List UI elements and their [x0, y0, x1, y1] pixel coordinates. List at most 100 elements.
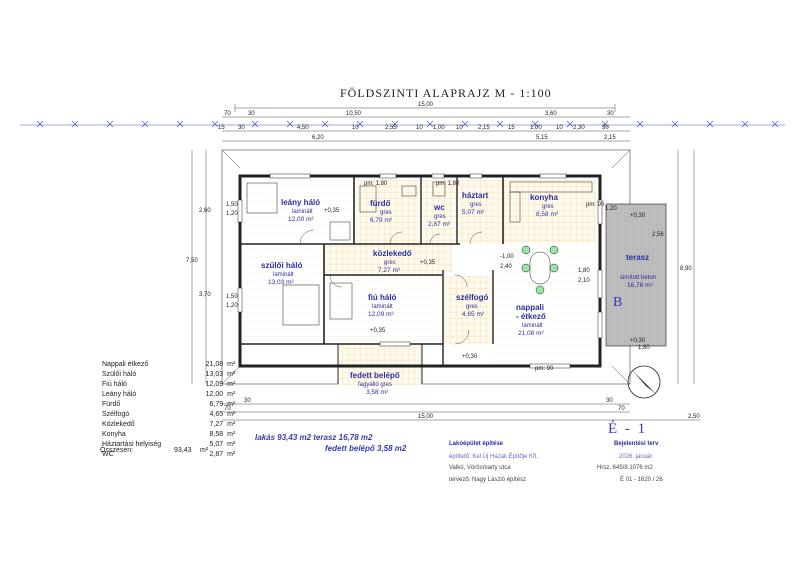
leany-halo-name: leány háló — [281, 198, 320, 207]
szuloi-floor — [244, 244, 324, 344]
tb-sheet-code: É 01 - 1620 / 26 — [620, 477, 663, 483]
dim-left-4: 1,20 — [226, 211, 238, 217]
level-mark-10: 2,10 — [578, 278, 590, 284]
leany-halo-area: 12,00 m² — [288, 216, 314, 223]
dim-bottom-30b: 30 — [606, 398, 613, 404]
terasz-name: terasz — [626, 253, 649, 262]
dim-r2-13: 30 — [602, 125, 609, 131]
pm-mark-2: pm: 90 — [586, 202, 605, 208]
dim-top-70: 70 — [224, 111, 231, 117]
dim-right-3: 1,80 — [638, 345, 650, 351]
dim-r2-12: 2,30 — [573, 125, 585, 131]
level-mark-2: +0,35 — [420, 260, 436, 266]
wc-floor: gres — [434, 214, 446, 220]
sheet-label: É - 1 — [608, 421, 648, 437]
dim-top-30b: 30 — [607, 111, 614, 117]
dim-r2-1: 30 — [238, 125, 245, 131]
dim-top-30: 30 — [248, 111, 255, 117]
leany-halo-floor: laminált — [292, 209, 313, 215]
terrace-slab — [605, 203, 667, 347]
level-mark-9: 1,80 — [578, 268, 590, 274]
dim-r3-0: 6,20 — [312, 135, 324, 141]
szelfogo-floor: gres — [466, 304, 478, 310]
dim-right-0: 8,90 — [680, 266, 692, 272]
szelfogo-area: 4,65 m² — [462, 311, 485, 318]
fedett-belepo-area: 3,58 m² — [366, 389, 389, 396]
haztart-area: 5,07 m² — [462, 209, 485, 216]
dim-r2-8: 2,15 — [478, 125, 490, 131]
dim-bottom-70a: 70 — [224, 406, 231, 412]
roof-hip-lines — [221, 149, 631, 385]
dim-r2-2: 4,50 — [297, 125, 309, 131]
total-unit: m² — [200, 447, 209, 454]
dim-bottom-70b: 70 — [618, 406, 625, 412]
dim-r2-4: 2,55 — [385, 125, 397, 131]
fedett-belepo-floor: fagyálló gres — [358, 382, 392, 388]
pm-mark-1: pm: 90 — [535, 366, 554, 372]
nappali-area: 21,08 m² — [518, 330, 544, 337]
level-mark-1: +0,35 — [324, 208, 340, 214]
szelfogo-name: szélfogó — [456, 293, 489, 302]
windows — [237, 173, 603, 369]
dim-left-0: 7,50 — [186, 258, 198, 264]
kozlekedo-floor — [325, 244, 453, 274]
furniture — [246, 181, 593, 326]
dim-total-top: 15,00 — [418, 102, 434, 108]
kozlekedo-area: 7,27 m² — [378, 267, 401, 274]
dim-right-1: 2,56 — [652, 232, 664, 238]
top-dimensions — [222, 104, 630, 142]
fiu-halo-name: fiú háló — [368, 293, 397, 302]
summary-line-2: fedett belépő 3,58 m2 — [325, 444, 407, 453]
kozlekedo-name: közlekedő — [373, 249, 412, 258]
haztart-name: háztart — [462, 191, 489, 200]
dim-r2-11: 10 — [556, 125, 563, 131]
wc-floor — [422, 180, 456, 243]
haztart-floor: gres — [470, 202, 482, 208]
tb-builder: építtető: Kel Új Házak Építője Kft. — [449, 454, 539, 460]
nappali-floor: laminált — [522, 323, 543, 329]
konyha-floor: gres — [542, 204, 554, 210]
right-dimensions — [677, 150, 695, 384]
summary-line-1: lakás 93,43 m2 terasz 16,78 m2 — [255, 433, 373, 442]
level-mark-4: +0,30 — [630, 213, 646, 219]
dim-r2-9: 15 — [508, 125, 515, 131]
wc-name: wc — [433, 203, 445, 212]
wc-area: 2,87 m² — [428, 221, 451, 228]
dim-left-6: 1,20 — [226, 303, 238, 309]
szuloi-halo-name: szülői háló — [261, 261, 302, 270]
axis-markers — [36, 120, 779, 128]
dim-r3-1: 5,15 — [536, 135, 548, 141]
total-value: 93,43 — [174, 447, 192, 454]
nappali-name: nappali — [516, 303, 544, 312]
dim-bottom-30a: 30 — [244, 398, 251, 404]
dim-left-1: 2,60 — [199, 208, 211, 214]
tb-project: Lakóépület építése — [449, 441, 504, 447]
dim-right-2: 1,20 — [605, 206, 617, 212]
terasz-floor: simított beton — [620, 275, 656, 281]
nappali-floor — [494, 244, 596, 364]
nappali-name2: - étkező — [516, 312, 546, 321]
pm-mark-3: pm: 1,80 — [364, 181, 388, 187]
furdo-name: fürdő — [370, 199, 391, 208]
fiu-halo-floor: laminált — [372, 304, 393, 310]
drawing-title: FÖLDSZINTI ALAPRAJZ M - 1:100 — [340, 86, 552, 100]
level-mark-3: +0,35 — [370, 328, 386, 334]
fiu-floor — [326, 276, 442, 344]
tb-parcel: Hrsz.:645/8 1076 m2 — [597, 465, 653, 471]
dim-top-105: 10,50 — [346, 111, 362, 117]
haztart-floor — [458, 180, 502, 243]
dim-top-36: 3,60 — [545, 111, 557, 117]
tb-date: 2026. január — [619, 454, 653, 460]
leany-floor — [244, 180, 354, 243]
level-mark-7: -1,00 — [500, 254, 514, 260]
